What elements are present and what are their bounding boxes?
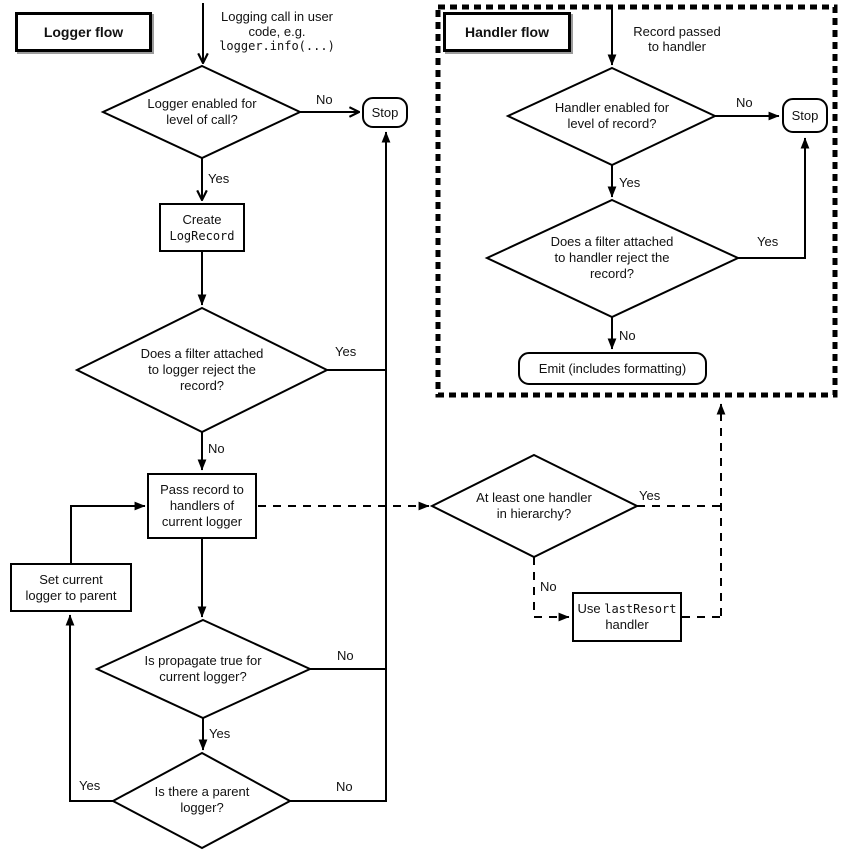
label-yes-filter-logger: Yes	[335, 344, 357, 359]
process-pass-record: Pass record to handlers of current logge…	[147, 473, 257, 539]
label-no-propagate: No	[337, 648, 354, 663]
edge-hierarchy-no-dashed	[533, 557, 570, 622]
edge-set-to-pass	[70, 501, 146, 563]
label-yes-propagate: Yes	[209, 726, 231, 741]
label-yes-hierarchy: Yes	[639, 488, 661, 503]
label-no-filter-handler: No	[619, 328, 636, 343]
label-no-parent-logger: No	[336, 779, 353, 794]
handler-flow-title: Handler flow	[443, 12, 571, 52]
label-yes-handler-enabled: Yes	[619, 175, 641, 190]
handler-flow-title-label: Handler flow	[464, 24, 549, 40]
label-yes-parent-logger: Yes	[79, 778, 101, 793]
label-yes-filter-handler: Yes	[757, 234, 779, 249]
label-no-hierarchy: No	[540, 579, 557, 594]
decision-parent-logger-shape	[110, 751, 293, 850]
terminal-emit: Emit (includes formatting)	[518, 352, 707, 385]
decision-handler-enabled-shape	[505, 66, 718, 167]
decision-handler-in-hierarchy-shape	[429, 453, 640, 559]
label-no-logger-enabled: No	[316, 92, 333, 107]
logrecord-code: LogRecord	[169, 228, 235, 243]
logger-flow-title-label: Logger flow	[43, 24, 124, 40]
process-use-lastresort: Use lastResort handler	[572, 592, 682, 642]
entry-label-logging-call: Logging call in user code, e.g. logger.i…	[207, 9, 347, 54]
logger-flow-title: Logger flow	[15, 12, 152, 52]
terminal-stop-logger: Stop	[362, 97, 408, 128]
entry-label-record-passed: Record passed to handler	[633, 24, 721, 54]
handler-flow-container-border	[435, 4, 838, 398]
process-create-logrecord: Create LogRecord	[159, 203, 245, 252]
label-no-filter-logger: No	[208, 441, 225, 456]
label-no-handler-enabled: No	[736, 95, 753, 110]
decision-filter-handler-shape	[484, 198, 741, 319]
decision-logger-enabled-shape	[100, 64, 303, 160]
process-set-current-logger: Set current logger to parent	[10, 563, 132, 612]
lastresort-code: lastResort	[604, 602, 677, 616]
decision-filter-logger-shape	[74, 306, 330, 434]
edge-parent-no-to-stop	[290, 131, 391, 802]
label-yes-logger-enabled: Yes	[208, 171, 230, 186]
edge-filter-handler-yes-to-stop	[738, 137, 810, 259]
terminal-stop-handler: Stop	[782, 98, 828, 133]
edge-parent-yes-to-set	[65, 614, 113, 802]
logging-call-code: logger.info(...)	[219, 39, 335, 53]
decision-propagate-shape	[94, 618, 313, 720]
